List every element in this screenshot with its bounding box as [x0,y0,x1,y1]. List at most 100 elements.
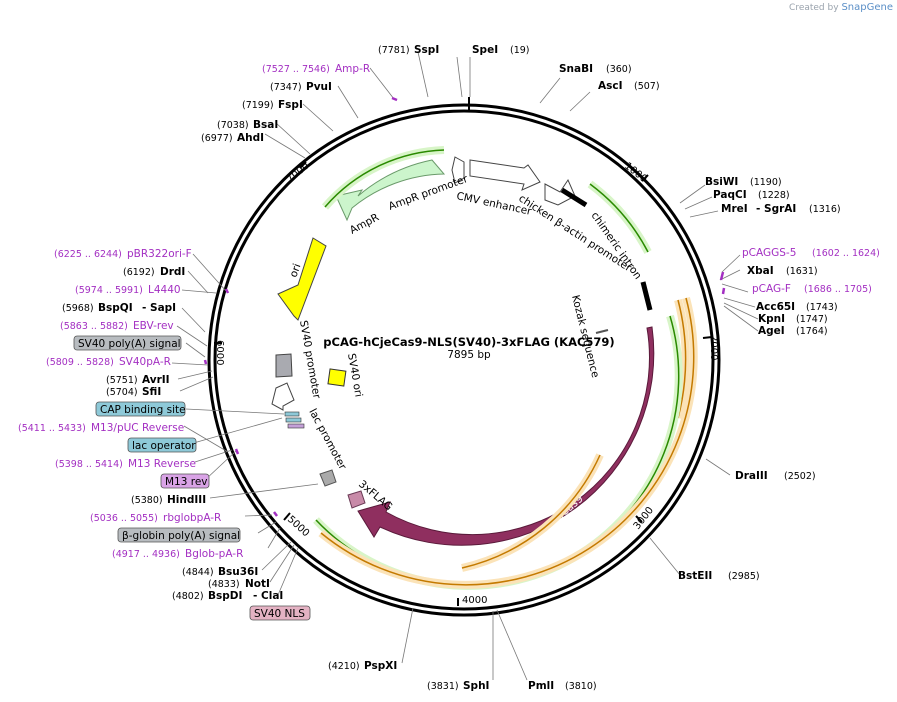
enzyme-name-pspxi: PspXI [364,660,397,672]
enzyme-name-fspi: FspI [278,99,303,111]
tick-mark-5000 [283,512,291,521]
enzyme-name-paqci: PaqCI [713,189,747,201]
primer-name-pcag-f: pCAG-F [752,283,791,295]
credit-brand: SnapGene [841,2,893,13]
enzyme-pos-asci: (507) [634,81,660,92]
plasmid-name: pCAG-hCjeCas9-NLS(SV40)-3xFLAG (KAC579) [323,335,614,349]
enzyme-pos-sfii: (5704) [106,387,138,398]
primer-pos-pcaggs-5: (1602 .. 1624) [812,248,880,259]
enzyme-pos-paqci: (1228) [758,190,790,201]
enzyme-pos-bspdi: (4802) [172,591,204,602]
primer-labels: (7527 .. 7546) Amp-R pCAGGS-5 (1602 .. 1… [18,63,880,560]
primer-pos-pcag-f: (1686 .. 1705) [804,284,872,295]
box-b-globin-polya-label: β-globin poly(A) signal [122,530,240,542]
box-cap-binding-label: CAP binding site [100,404,186,416]
enzyme-name-drdi: DrdI [160,266,185,278]
primer-name-m13puc-reverse: M13/pUC Reverse [91,422,184,434]
box-m13-rev-label: M13 rev [165,476,208,488]
enzyme-pos-pmli: (3810) [565,681,597,692]
ori-label: ori [288,262,304,279]
feature-ori: ori [277,237,327,321]
enzyme-name-agei: AgeI [758,325,785,337]
enzyme-name-mrei: MreI [721,203,748,215]
enzyme-pos-ahdi: (6977) [201,133,233,144]
sv40-ori-label: SV40 ori [345,352,364,398]
primer-pos-l4440: (5974 .. 5991) [75,285,143,296]
enzyme-name-asci: AscI [598,80,623,92]
enzyme-pos-pvui: (7347) [270,82,302,93]
primer-name-bglob-pa-r: Bglob-pA-R [185,548,243,560]
enzyme-name-ahdi: AhdI [237,132,264,144]
enzyme-pos-snabi: (360) [606,64,632,75]
enzyme-pos-fspi: (7199) [242,100,274,111]
primer-name-amp-r: Amp-R [335,63,370,75]
ring-primer-marks [203,96,726,517]
enzyme-name-noti: NotI [245,578,270,590]
primer-name-rbglobpa-r: rbglobpA-R [163,512,221,524]
enzyme-name-sspi: SspI [414,44,439,56]
primer-name-l4440: L4440 [148,284,181,296]
tick-label-4000: 4000 [462,595,487,606]
primer-pos-pbr322ori-f: (6225 .. 6244) [54,249,122,260]
lac-promoter-label: lac promoter [306,407,348,473]
feature-lac-promoter: lac promoter [306,407,349,487]
box-sv40-nls-label: SV40 NLS [254,608,305,620]
enzyme-name-xbai: XbaI [747,265,774,277]
primer-name-ebv-rev: EBV-rev [133,320,174,332]
primer-pos-m13puc-reverse: (5411 .. 5433) [18,423,86,434]
enzyme-name-pmli: PmlI [528,680,554,692]
enzyme-name-bsai: BsaI [253,119,278,131]
enzyme-pos-kpni: (1747) [796,314,828,325]
enzyme-name-sgrai: - SgrAI [756,203,796,215]
primer-name-m13-reverse: M13 Reverse [128,458,196,470]
enzyme-labels: (7781) SspI SpeI (19) SnaBI (360) AscI (… [62,44,841,692]
tick-mark-2000 [702,336,713,339]
label-connectors [171,51,759,681]
primer-arrows [313,146,698,590]
primer-name-pcaggs-5: pCAGGS-5 [742,247,796,259]
enzyme-pos-sspi: (7781) [378,45,410,56]
enzyme-name-draiii: DraIII [735,470,768,482]
primer-pos-bglob-pa-r: (4917 .. 4936) [112,549,180,560]
box-m13-rev: M13 rev [160,473,210,489]
tick-label-2000: 2000 [708,335,719,360]
box-lac-operator: lac operator [127,437,197,453]
enzyme-name-kpni: KpnI [758,313,785,325]
box-sv40-polya: SV40 poly(A) signal [73,335,182,351]
primer-pos-m13-reverse: (5398 .. 5414) [55,459,123,470]
credit-prefix: Created by [789,3,839,13]
enzyme-name-sapi: - SapI [142,302,176,314]
enzyme-pos-bsai: (7038) [217,120,249,131]
enzyme-name-bspdi: BspDI [208,590,242,602]
enzyme-name-snabi: SnaBI [559,63,593,75]
box-sv40-nls: SV40 NLS [249,605,311,621]
primer-pos-sv40pa-r: (5809 .. 5828) [46,357,114,368]
ampr-label: AmpR [348,211,381,236]
plasmid-size: 7895 bp [447,349,491,361]
enzyme-name-hindiii: HindIII [167,494,206,506]
enzyme-pos-agei: (1764) [796,326,828,337]
tick-mark-7000 [299,161,307,169]
enzyme-pos-bsiwi: (1190) [750,177,782,188]
ring-ticks [214,97,713,606]
primer-name-sv40pa-r: SV40pA-R [119,356,171,368]
tick-label-7000: 7000 [285,161,312,186]
primer-pos-amp-r: (7527 .. 7546) [262,64,330,75]
box-sv40-polya-label: SV40 poly(A) signal [78,338,181,350]
box-b-globin-polya: β-globin poly(A) signal [117,527,241,543]
feature-cap-lac-blocks [284,411,305,429]
tick-mark-3000 [635,515,643,523]
enzyme-pos-sgrai: (1316) [809,204,841,215]
enzyme-name-bsteii: BstEII [678,570,712,582]
enzyme-pos-draiii: (2502) [784,471,816,482]
enzyme-pos-avrii: (5751) [106,375,138,386]
enzyme-name-acc65i: Acc65I [756,301,795,313]
enzyme-pos-noti: (4833) [208,579,240,590]
primer-name-pbr322ori-f: pBR322ori-F [127,248,192,260]
sv40-promoter-label: SV40 promoter [297,319,323,400]
enzyme-name-bsiwi: BsiWI [705,176,738,188]
box-cap-binding: CAP binding site [95,401,186,417]
feature-sv40-ori-box: SV40 ori [327,352,365,398]
tick-mark-1000 [641,174,649,182]
feature-sv40-promoter: SV40 promoter [271,319,323,411]
